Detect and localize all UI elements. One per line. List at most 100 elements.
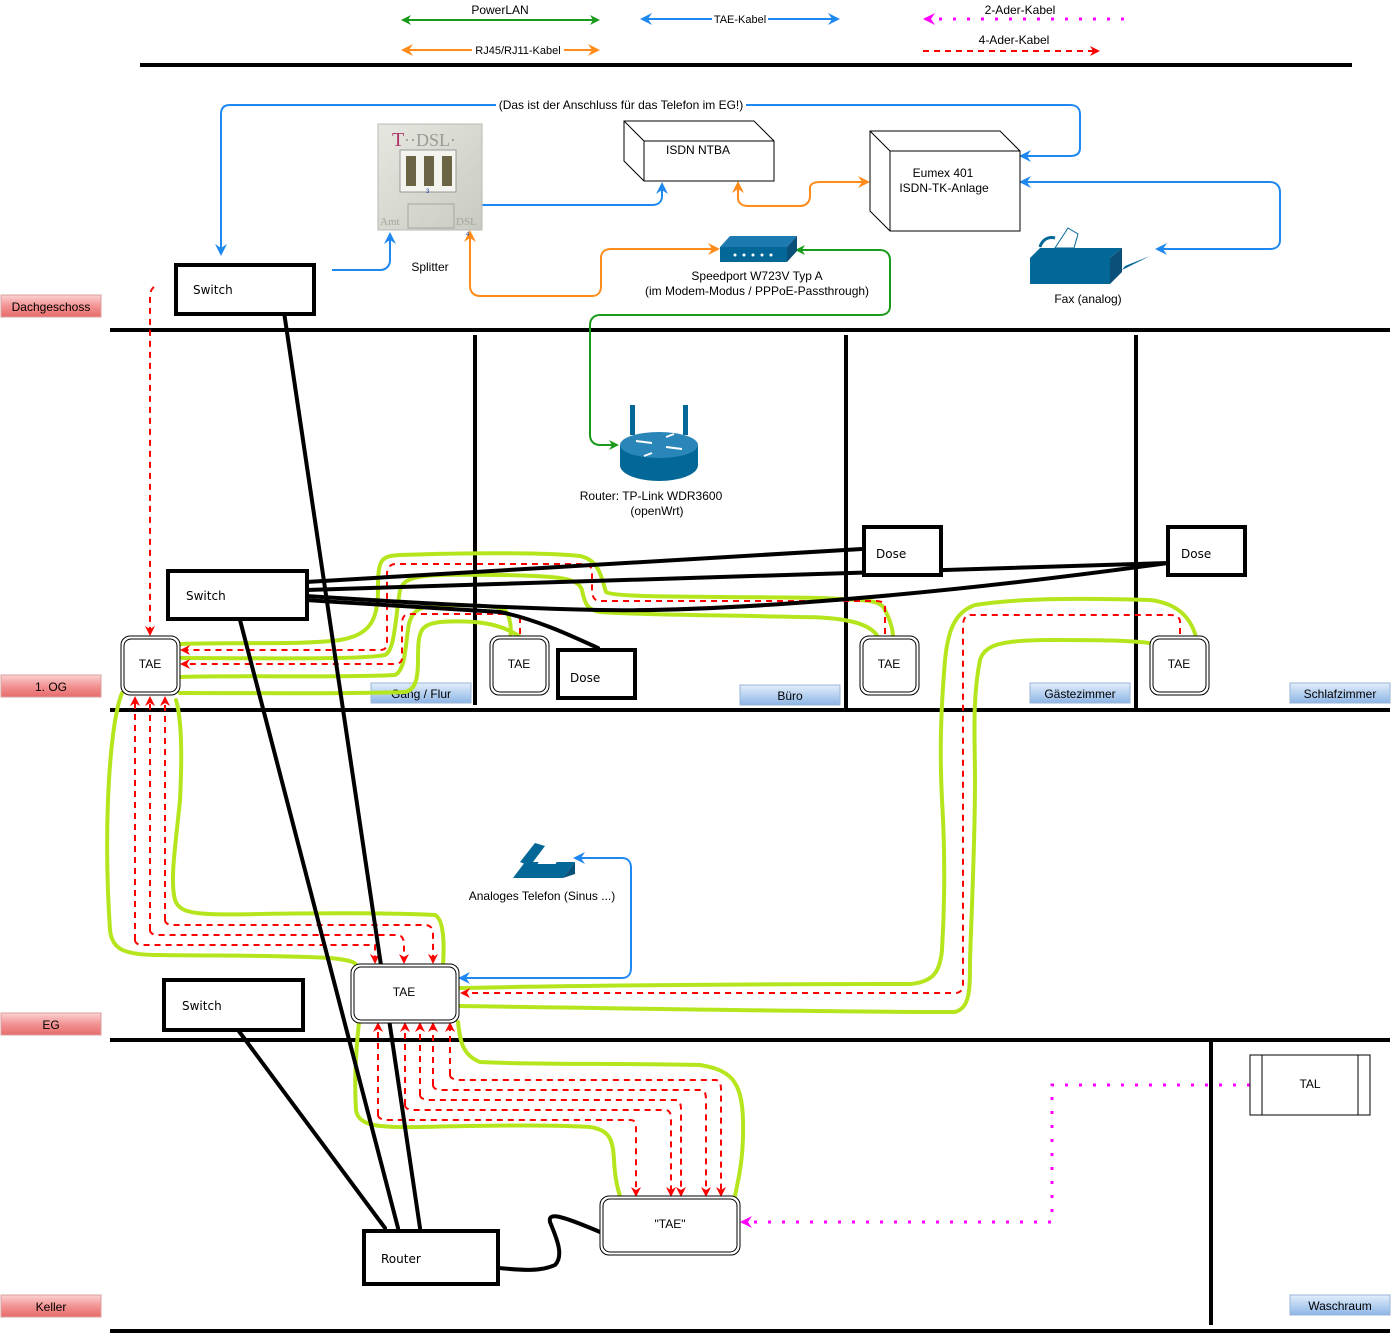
tal-box[interactable]: TAL bbox=[1249, 1054, 1371, 1116]
two-wire-cable-tal bbox=[740, 1083, 1250, 1228]
green-outline bbox=[458, 596, 1198, 990]
floor-label-keller-text: Keller bbox=[36, 1300, 67, 1314]
tae-cable-phone-eg bbox=[458, 852, 632, 984]
floor-label-og1: 1. OG bbox=[0, 674, 102, 698]
switch-og-label: Switch bbox=[186, 589, 226, 603]
router-arrows-icon bbox=[635, 433, 683, 457]
fax-label: Fax (analog) bbox=[1054, 292, 1121, 306]
phone-keypad bbox=[537, 852, 563, 864]
rj-cables bbox=[464, 176, 870, 297]
red-cable-keller-eg-2b bbox=[404, 1104, 676, 1197]
dose-schlaf-label: Dose bbox=[1181, 547, 1211, 561]
eumex-label-2: ISDN-TK-Anlage bbox=[899, 181, 989, 195]
tae-og-schlaf[interactable]: TAE bbox=[1149, 635, 1210, 696]
router-keller-label: Router bbox=[381, 1252, 421, 1266]
tae-eg[interactable]: TAE bbox=[350, 963, 460, 1024]
fax-machine[interactable]: Fax (analog) bbox=[1030, 227, 1150, 306]
eumex-edges bbox=[869, 130, 1020, 231]
green-outline bbox=[178, 603, 513, 679]
legend-powerlan-label: PowerLAN bbox=[471, 3, 528, 17]
ethernet-og-dose-gang bbox=[304, 598, 600, 650]
router-top bbox=[620, 432, 698, 458]
switch-eg[interactable]: Switch bbox=[162, 978, 305, 1032]
red-cable-keller-eg-3b bbox=[419, 1094, 686, 1197]
rj-cable-ntba-eumex bbox=[732, 176, 870, 207]
speedport-modem[interactable]: Speedport W723V Typ A (im Modem-Modus / … bbox=[645, 236, 869, 298]
splitter-jack-2 bbox=[424, 156, 434, 186]
splitter-port-dsl: DSL bbox=[456, 216, 477, 228]
four-wire-cables bbox=[130, 286, 1181, 1197]
wifi-router-wdr3600[interactable]: Router: TP-Link WDR3600 (openWrt) bbox=[580, 405, 723, 518]
analog-phone[interactable]: Analoges Telefon (Sinus ...) bbox=[469, 843, 616, 903]
tae-og-buero[interactable]: TAE bbox=[489, 635, 550, 696]
switch-dg-label: Switch bbox=[193, 283, 233, 297]
fax-output bbox=[1122, 256, 1150, 270]
legend-rj-label: RJ45/RJ11-Kabel bbox=[475, 45, 560, 57]
cable-bundle-outlines bbox=[105, 551, 1198, 1198]
ntba-edges bbox=[623, 120, 774, 181]
room-label-gaeste-text: Gästezimmer bbox=[1044, 687, 1115, 701]
eumex-label-1: Eumex 401 bbox=[913, 166, 974, 180]
ethernet-cables bbox=[236, 310, 1170, 1272]
switch-dachgeschoss[interactable]: Switch bbox=[174, 263, 316, 316]
tae-cable-eumex-eg bbox=[745, 104, 1081, 162]
legend-tae-label: TAE-Kabel bbox=[714, 14, 766, 26]
dose-gaeste[interactable]: Dose bbox=[862, 525, 943, 577]
green-outline bbox=[178, 551, 895, 646]
legend-2ader-label: 2-Ader-Kabel bbox=[985, 3, 1056, 17]
dose-gang-label: Dose bbox=[570, 671, 600, 685]
splitter-num-3: 3 bbox=[426, 189, 430, 195]
floor-label-eg-text: EG bbox=[42, 1018, 59, 1032]
dose-gang[interactable]: Dose bbox=[556, 648, 637, 700]
red-cable-keller-eg-5b bbox=[449, 1074, 726, 1197]
red-cable-og-eg-3b bbox=[164, 919, 438, 964]
speedport-label-2: (im Modem-Modus / PPPoE-Passthrough) bbox=[645, 284, 869, 298]
rj-cable-splitter-speedport bbox=[464, 230, 720, 297]
green-outline bbox=[353, 1020, 622, 1198]
fax-paper bbox=[1054, 227, 1079, 249]
tae-keller[interactable]: "TAE" bbox=[599, 1195, 741, 1256]
ethernet-dg-router bbox=[282, 310, 422, 1230]
isdn-ntba[interactable]: ISDN NTBA bbox=[623, 120, 775, 182]
splitter[interactable]: T ··DSL· Amt DSL 3 4 Splitter bbox=[377, 123, 483, 274]
room-label-buero-text: Büro bbox=[777, 689, 803, 703]
router-antenna-left bbox=[630, 405, 635, 435]
eumex-body bbox=[869, 130, 1021, 232]
floor-label-eg: EG bbox=[0, 1012, 102, 1036]
phone-label: Analoges Telefon (Sinus ...) bbox=[469, 889, 616, 903]
router-wdr-label-1: Router: TP-Link WDR3600 bbox=[580, 489, 723, 503]
fax-body bbox=[1030, 258, 1110, 284]
tae-eg-label: TAE bbox=[393, 985, 415, 999]
switch-og[interactable]: Switch bbox=[166, 569, 309, 621]
ntba-body bbox=[623, 120, 775, 182]
room-label-buero: Büro bbox=[739, 684, 841, 706]
ethernet-router-tae bbox=[497, 1214, 602, 1272]
dose-schlaf[interactable]: Dose bbox=[1166, 525, 1247, 577]
ntba-label: ISDN NTBA bbox=[666, 143, 730, 157]
eumex-tk-anlage[interactable]: Eumex 401 ISDN-TK-Anlage bbox=[869, 130, 1021, 232]
tae-og-gaeste-label: TAE bbox=[878, 657, 900, 671]
red-cable-og-2 bbox=[180, 613, 521, 669]
ethernet-eg-router bbox=[236, 1028, 387, 1230]
tae-og-gaeste[interactable]: TAE bbox=[859, 635, 920, 696]
tae-og-gang[interactable]: TAE bbox=[120, 635, 181, 696]
powerlan-cable bbox=[589, 245, 891, 450]
router-wdr-label-2: (openWrt) bbox=[630, 504, 683, 518]
modem-leds bbox=[733, 253, 773, 257]
tal-label: TAL bbox=[1299, 1077, 1320, 1091]
modem-top bbox=[720, 236, 797, 247]
room-label-schlaf-text: Schlafzimmer bbox=[1304, 687, 1377, 701]
router-antenna-right bbox=[683, 405, 688, 435]
tae-og-buero-label: TAE bbox=[508, 657, 530, 671]
room-label-gaeste: Gästezimmer bbox=[1029, 682, 1131, 704]
splitter-lower-frame bbox=[407, 203, 455, 229]
green-outline bbox=[170, 698, 446, 967]
switch-eg-label: Switch bbox=[182, 999, 222, 1013]
router-keller[interactable]: Router bbox=[362, 1229, 500, 1286]
legend: PowerLAN RJ45/RJ11-Kabel TAE-Kabel 2-Ade… bbox=[401, 3, 1132, 57]
splitter-jack-3 bbox=[442, 156, 452, 186]
splitter-label: Splitter bbox=[411, 260, 448, 274]
dose-gaeste-label: Dose bbox=[876, 547, 906, 561]
room-label-wasch: Waschraum bbox=[1289, 1294, 1391, 1316]
